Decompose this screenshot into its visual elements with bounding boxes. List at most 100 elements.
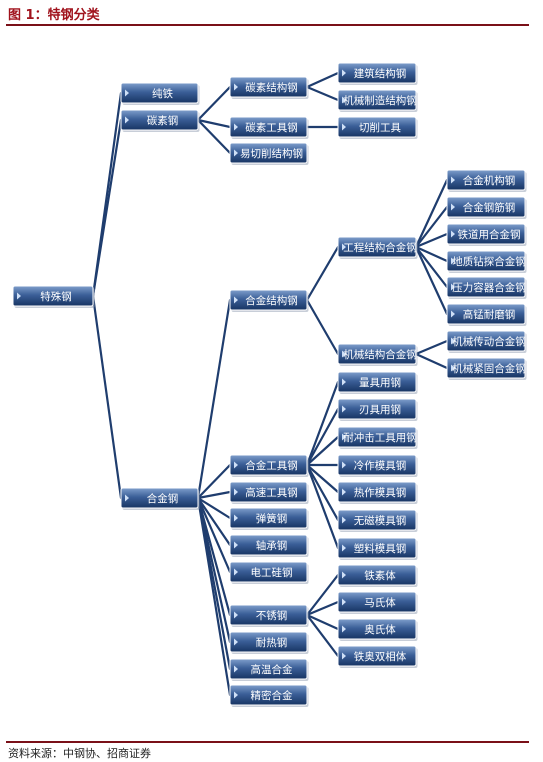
connector-line — [414, 245, 449, 316]
source-note: 资料来源：中钢协、招商证券 — [8, 747, 151, 760]
connector-line — [305, 613, 340, 658]
chevron-right-icon — [342, 571, 346, 579]
connector-line — [414, 339, 449, 356]
node-m2: 机械紧固合金钢 — [446, 357, 527, 380]
connector-line — [196, 490, 232, 500]
connector-line — [414, 178, 449, 249]
chevron-right-icon — [234, 149, 238, 157]
connector-line — [414, 205, 449, 249]
node-carbon-struct: 碳素结构钢 — [229, 76, 309, 99]
chevron-right-icon — [342, 625, 346, 633]
figure-title: 图 1：特钢分类 — [8, 8, 100, 23]
node-pure-iron: 纯铁 — [120, 82, 200, 105]
chevron-right-icon — [451, 203, 455, 211]
node-mech-manu: 机械制造结构钢 — [337, 89, 418, 112]
chevron-right-icon — [234, 541, 238, 549]
node-t7: 塑料模具钢 — [337, 537, 418, 560]
node-label: 高速工具钢 — [245, 486, 298, 499]
chevron-right-icon — [342, 123, 346, 131]
chevron-right-icon — [342, 350, 346, 358]
connector-line — [196, 118, 232, 155]
node-box — [446, 169, 526, 191]
node-box — [229, 142, 308, 164]
node-label: 合金钢筋钢 — [463, 201, 516, 214]
node-box — [229, 289, 308, 311]
node-box — [337, 398, 417, 420]
node-bearing: 轴承钢 — [229, 534, 309, 557]
node-eng-struct: 工程结构合金钢 — [337, 236, 418, 259]
node-t1: 量具用钢 — [337, 371, 418, 394]
node-s2: 马氏体 — [337, 591, 418, 614]
chevron-right-icon — [234, 461, 238, 469]
node-layer: 特殊钢纯铁碳素钢碳素结构钢建筑结构钢机械制造结构钢碳素工具钢切削工具易切削结构钢… — [12, 62, 527, 707]
node-root: 特殊钢 — [12, 285, 95, 308]
node-label: 耐冲击工具用钢 — [343, 431, 417, 444]
chevron-right-icon — [451, 364, 455, 372]
node-box — [229, 481, 308, 503]
node-spring: 弹簧钢 — [229, 507, 309, 530]
bottom-rule — [6, 741, 529, 743]
node-box — [229, 561, 308, 583]
chevron-right-icon — [125, 494, 129, 502]
node-label: 合金工具钢 — [245, 459, 298, 472]
chevron-right-icon — [342, 433, 346, 441]
node-label: 刃具用钢 — [359, 403, 401, 416]
connector-line — [196, 85, 232, 122]
node-s4: 铁奥双相体 — [337, 645, 418, 668]
chevron-right-icon — [234, 665, 238, 673]
node-box — [446, 250, 526, 272]
node-label: 冷作模具钢 — [354, 459, 407, 472]
chevron-right-icon — [234, 568, 238, 576]
connector-line — [305, 463, 340, 550]
node-box — [120, 82, 199, 104]
node-label: 碳素工具钢 — [245, 121, 298, 134]
connector-line — [414, 232, 449, 249]
node-box — [446, 223, 526, 245]
node-precision: 精密合金 — [229, 684, 309, 707]
connector-line — [196, 496, 232, 574]
node-label: 热作模具钢 — [354, 486, 407, 499]
node-box — [337, 481, 417, 503]
node-box — [337, 645, 417, 667]
node-label: 电工硅钢 — [251, 566, 293, 579]
node-box — [229, 631, 308, 653]
node-label: 高锰耐磨钢 — [463, 308, 516, 321]
connector-line — [305, 245, 340, 302]
node-box — [337, 509, 417, 531]
node-high-speed: 高速工具钢 — [229, 481, 309, 504]
node-box — [337, 116, 417, 138]
node-silicon: 电工硅钢 — [229, 561, 309, 584]
connector-line — [305, 463, 340, 494]
chevron-right-icon — [451, 337, 455, 345]
node-box — [120, 109, 199, 131]
chevron-right-icon — [342, 378, 346, 386]
node-label: 精密合金 — [251, 689, 293, 702]
node-label: 合金机构钢 — [463, 174, 516, 187]
node-label: 奥氏体 — [364, 623, 396, 636]
chevron-right-icon — [234, 296, 238, 304]
node-box — [337, 564, 417, 586]
chevron-right-icon — [234, 691, 238, 699]
chevron-right-icon — [451, 230, 455, 238]
chevron-right-icon — [451, 310, 455, 318]
connector-line — [305, 600, 340, 617]
node-free-cutting: 易切削结构钢 — [229, 142, 309, 165]
chevron-right-icon — [342, 652, 346, 660]
connector-line — [305, 380, 340, 467]
chevron-right-icon — [125, 116, 129, 124]
connector-line — [196, 496, 232, 697]
node-box — [12, 285, 94, 307]
node-label: 轴承钢 — [256, 539, 288, 552]
chevron-right-icon — [342, 488, 346, 496]
node-carbon-tool: 碳素工具钢 — [229, 116, 309, 139]
chevron-right-icon — [234, 123, 238, 131]
node-stainless: 不锈钢 — [229, 604, 309, 627]
chevron-right-icon — [451, 257, 455, 265]
node-label: 合金钢 — [147, 492, 179, 505]
node-label: 高温合金 — [251, 663, 293, 676]
node-label: 无磁模具钢 — [354, 514, 407, 527]
node-box — [337, 618, 417, 640]
connector-line — [91, 118, 123, 298]
node-label: 机械传动合金钢 — [452, 335, 526, 348]
node-box — [229, 507, 308, 529]
